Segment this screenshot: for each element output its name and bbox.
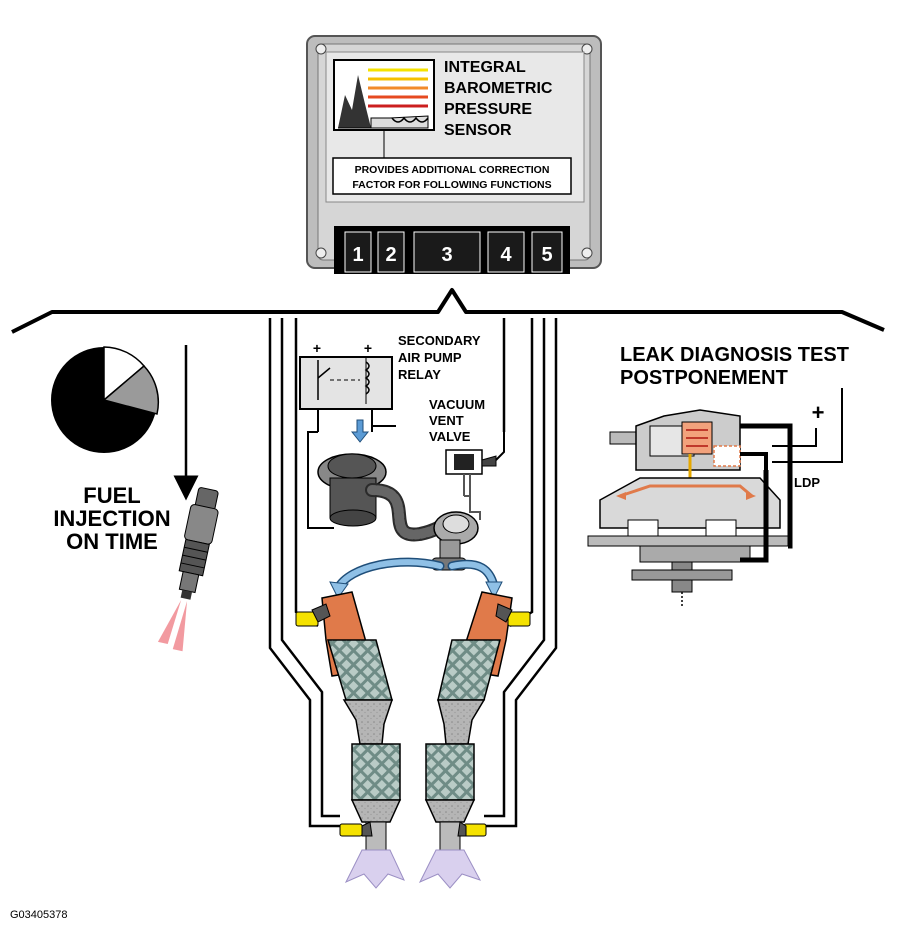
fuel-label-line-1: FUEL [83,483,140,508]
right-exhaust-bank [418,591,531,889]
pin-3-label: 3 [441,244,452,266]
figure-id: G03405378 [10,909,68,921]
distribution-brace [11,288,885,334]
sensor-title-line-4: SENSOR [444,122,512,139]
fuel-injection-section: FUEL INJECTION ON TIME [51,345,219,652]
sensor-note-box [332,157,572,195]
relay-label-line-3: RELAY [398,367,441,382]
valve-label-line-2: VENT [429,413,464,428]
pressure-altitude-icon [333,59,435,131]
left-exhaust-bank [295,591,405,889]
exhaust-plume-left [344,849,405,889]
sensor-title-line-3: PRESSURE [444,101,532,118]
vacuum-vent-valve [445,432,505,520]
screw-icon [315,247,327,259]
sensor-note-line-2: FACTOR FOR FOLLOWING FUNCTIONS [352,179,551,191]
screw-icon [315,43,327,55]
exhaust-plume-right [418,849,482,889]
air-pump-relay: + + [299,340,396,529]
oxygen-sensor-downstream-left [339,823,363,837]
duty-cycle-pie-icon [51,346,160,453]
pin-1-label: 1 [352,244,363,266]
pin-4-label: 4 [500,244,512,266]
valve-label-line-1: VACUUM [429,397,485,412]
ldp-label: LDP [794,475,820,490]
screw-icon [581,247,593,259]
ldp-title-line-1: LEAK DIAGNOSIS TEST [620,344,849,366]
relay-plus-right: + [364,340,372,356]
relay-label-line-1: SECONDARY [398,333,481,348]
oxygen-sensor-upstream-right [507,611,531,627]
relay-label-line-2: AIR PUMP [398,350,462,365]
relay-plus-left: + [313,340,321,356]
sensor-title-line-1: INTEGRAL [444,59,526,76]
leak-diagnosis-section: LEAK DIAGNOSIS TEST POSTPONEMENT + LDP [587,344,849,606]
catalyst-right-upper [437,639,501,701]
catalyst-left-upper [326,639,393,701]
barometric-sensor-module: INTEGRAL BAROMETRIC PRESSURE SENSOR PROV… [306,35,602,274]
fuel-label-line-2: INJECTION [53,506,170,531]
pin-2-label: 2 [385,244,396,266]
sensor-title-line-2: BAROMETRIC [444,80,553,97]
oxygen-sensor-downstream-right [463,823,487,837]
fuel-label-line-3: ON TIME [66,529,158,554]
secondary-air-pump [317,419,387,527]
ldp-title-line-2: POSTPONEMENT [620,367,788,389]
leak-detection-pump [587,409,793,606]
pin-5-label: 5 [541,244,552,266]
secondary-air-section: + + SECONDARY AIR PUMP RELAY VACUUM [268,318,558,889]
valve-label-line-3: VALVE [429,429,471,444]
ldp-plus-sign: + [812,400,825,425]
fuel-injector-icon [157,487,219,652]
catalyst-left-lower [351,743,401,801]
catalyst-right-lower [425,743,475,801]
sensor-note-line-1: PROVIDES ADDITIONAL CORRECTION [355,164,550,176]
